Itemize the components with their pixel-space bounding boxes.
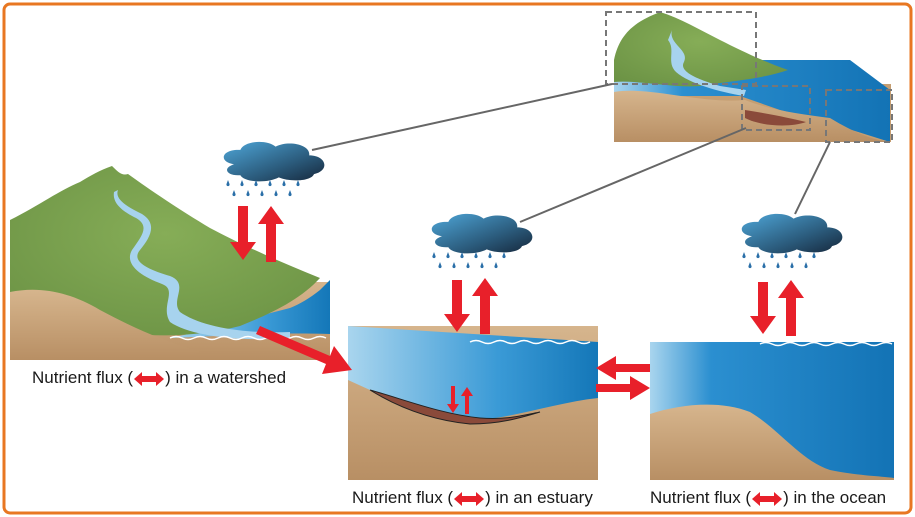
up-arrow-icon: [461, 387, 473, 414]
diagonal-arrow-icon: [256, 326, 352, 374]
caption-prefix: Nutrient flux (: [32, 368, 134, 387]
caption-suffix: ) in a watershed: [165, 368, 287, 387]
caption-suffix: ) in an estuary: [485, 488, 593, 507]
caption-estuary: Nutrient flux ( ) in an estuary: [352, 488, 593, 508]
caption-prefix: Nutrient flux (: [650, 488, 752, 507]
overview-inset: [605, 11, 893, 143]
up-arrow-icon: [778, 280, 804, 336]
watershed-panel: [10, 166, 330, 360]
double-arrow-icon: [454, 491, 485, 506]
caption-prefix: Nutrient flux (: [352, 488, 454, 507]
down-arrow-icon: [447, 386, 459, 413]
caption-ocean: Nutrient flux ( ) in the ocean: [650, 488, 886, 508]
cloud-icon: [431, 213, 533, 254]
estuary-panel: [348, 326, 598, 480]
double-arrow-icon: [134, 371, 165, 386]
left-arrow-icon: [596, 356, 650, 380]
down-arrow-icon: [444, 280, 470, 332]
double-arrow-icon: [752, 491, 783, 506]
cloud-icon: [223, 141, 325, 182]
connector-lines: [311, 83, 831, 223]
ocean-panel: [650, 341, 894, 480]
rain-icon: [432, 252, 506, 269]
down-arrow-icon: [750, 282, 776, 334]
cloud-icon: [741, 213, 843, 254]
rain-icon: [226, 180, 300, 197]
flux-arrows: [230, 206, 804, 414]
caption-suffix: ) in the ocean: [783, 488, 887, 507]
rain-icon: [742, 252, 816, 269]
right-arrow-icon: [596, 376, 650, 400]
down-arrow-icon: [230, 206, 256, 260]
up-arrow-icon: [472, 278, 498, 334]
up-arrow-icon: [258, 206, 284, 262]
caption-watershed: Nutrient flux ( ) in a watershed: [32, 368, 286, 388]
